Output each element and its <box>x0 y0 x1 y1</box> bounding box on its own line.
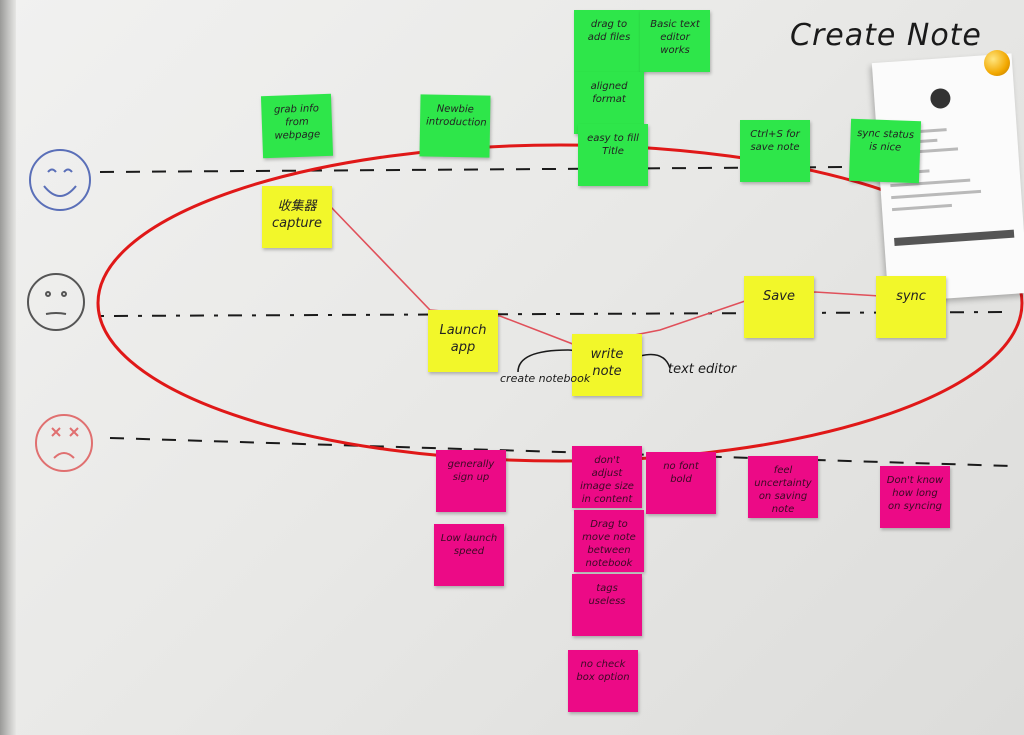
sticky-note[interactable]: Basic text editor works <box>640 10 710 72</box>
sticky-note[interactable]: Low launch speed <box>434 524 504 586</box>
sticky-note[interactable]: no font bold <box>646 452 716 514</box>
sticky-note[interactable]: write note <box>572 334 642 396</box>
sticky-note[interactable]: no check box option <box>568 650 638 712</box>
avatar <box>929 87 952 110</box>
magnet-icon <box>984 50 1010 76</box>
paper-dark-bar <box>894 229 1015 247</box>
sticky-note[interactable]: feel uncertainty on saving note <box>748 456 818 518</box>
sticky-note[interactable]: Newbie introduction <box>419 94 491 158</box>
dashed-line-bottom <box>109 437 1011 467</box>
sticky-note[interactable]: Don't know how long on syncing <box>880 466 950 528</box>
create-notebook-label: create notebook <box>500 372 591 385</box>
sticky-note[interactable]: don't adjust image size in content <box>572 446 642 508</box>
sad-face-icon <box>35 414 93 472</box>
neutral-face-icon <box>27 273 85 331</box>
sticky-note[interactable]: Save <box>744 276 814 338</box>
sticky-note[interactable]: tags useless <box>572 574 642 636</box>
sticky-note[interactable]: sync status is nice <box>848 118 922 184</box>
sticky-note[interactable]: 收集器 capture <box>262 186 332 248</box>
happy-face-icon <box>29 149 91 211</box>
sticky-note[interactable]: drag to add files <box>574 10 644 72</box>
sticky-note[interactable]: generally sign up <box>436 450 506 512</box>
sticky-note[interactable]: easy to fill Title <box>578 124 648 186</box>
whiteboard-frame <box>0 0 16 735</box>
board-title: Create Note <box>790 18 982 53</box>
text-editor-label: text editor <box>668 362 737 377</box>
dashed-line-top <box>99 165 1001 173</box>
sticky-note[interactable]: aligned format <box>574 72 644 134</box>
dashed-line-middle <box>99 311 1011 317</box>
sticky-note[interactable]: Ctrl+S for save note <box>740 120 810 182</box>
sticky-note[interactable]: Launch app <box>428 310 498 372</box>
highlight-ellipse <box>96 143 1024 463</box>
sticky-note[interactable]: grab info from webpage <box>260 93 334 159</box>
sticky-note[interactable]: sync <box>876 276 946 338</box>
sticky-note[interactable]: Drag to move note between notebook <box>574 510 644 572</box>
